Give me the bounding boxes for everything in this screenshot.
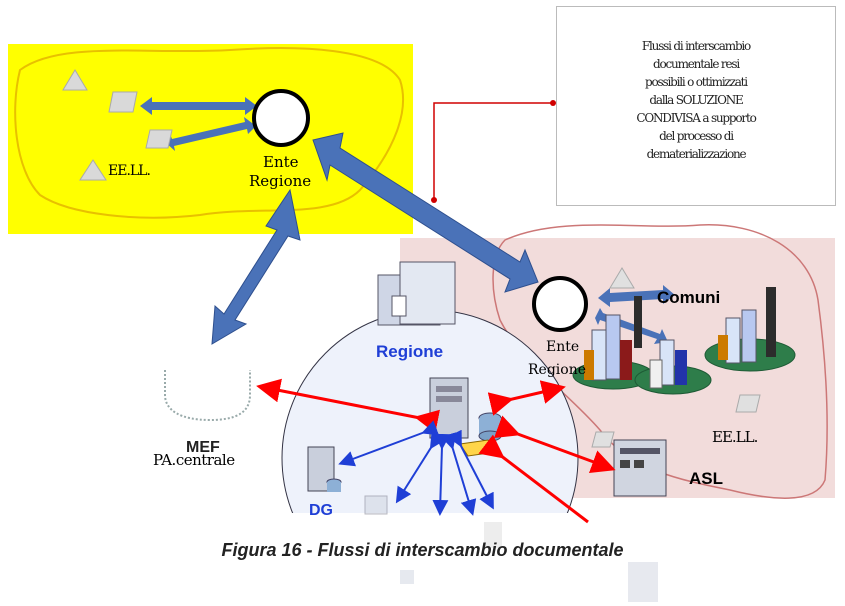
diamond-shape bbox=[735, 394, 761, 413]
dg-server bbox=[307, 446, 342, 492]
regione-server-top bbox=[377, 261, 456, 326]
blue-arrow-4 bbox=[447, 429, 494, 510]
diamond-shape bbox=[591, 431, 615, 448]
triangle-shape bbox=[609, 267, 635, 289]
label-ente-regione-right-2: Regione bbox=[528, 362, 586, 378]
comuni-tower bbox=[634, 296, 642, 348]
label-pa-centrale: PA.centrale bbox=[153, 451, 235, 469]
big-arrow-diagonal bbox=[312, 132, 539, 293]
triangle-shape bbox=[62, 69, 88, 91]
caption-backdrop bbox=[0, 513, 845, 606]
red-arrow-bottom bbox=[478, 434, 589, 524]
comuni-cluster-2 bbox=[634, 339, 712, 395]
red-arrow-ente bbox=[487, 380, 566, 416]
triangle-shape bbox=[79, 159, 107, 181]
yellow-region-outline bbox=[14, 47, 404, 219]
label-regione: Regione bbox=[376, 342, 444, 361]
label-eell-right: EE.LL. bbox=[712, 428, 758, 446]
diamond-shape bbox=[145, 129, 173, 149]
label-comuni: Comuni bbox=[657, 288, 721, 307]
label-dg: DG bbox=[309, 502, 333, 519]
note-connector bbox=[433, 102, 553, 200]
label-ente-regione-top-2: Regione bbox=[249, 172, 312, 190]
ente-regione-top-circle bbox=[252, 89, 310, 147]
faded-server-shapes bbox=[364, 495, 658, 602]
asl-server bbox=[613, 439, 667, 497]
label-mef: MEF bbox=[186, 439, 220, 456]
red-arrow-mef bbox=[256, 378, 440, 434]
ente-regione-right-circle bbox=[532, 276, 588, 332]
mef-pa-shape bbox=[164, 370, 251, 422]
comuni-cluster-3 bbox=[704, 287, 796, 372]
big-arrow-vertical bbox=[211, 188, 301, 345]
diamond-shape bbox=[108, 91, 138, 113]
label-ente-regione-right-1: Ente bbox=[546, 339, 580, 355]
note-box: Flussi di interscambio documentale resi … bbox=[556, 6, 836, 206]
label-ente-regione-top-1: Ente bbox=[263, 153, 299, 171]
arrow-eell-1 bbox=[140, 97, 257, 115]
yellow-region bbox=[8, 44, 413, 234]
blue-arrow-1 bbox=[395, 431, 446, 504]
label-asl: ASL bbox=[689, 469, 723, 488]
figure-caption: Figura 16 - Flussi di interscambio docum… bbox=[221, 540, 624, 560]
label-eell-top: EE.LL. bbox=[108, 163, 151, 179]
note-text: Flussi di interscambio documentale resi … bbox=[636, 39, 756, 161]
red-arrow-asl bbox=[493, 415, 616, 474]
arrow-eell-2 bbox=[165, 117, 256, 151]
